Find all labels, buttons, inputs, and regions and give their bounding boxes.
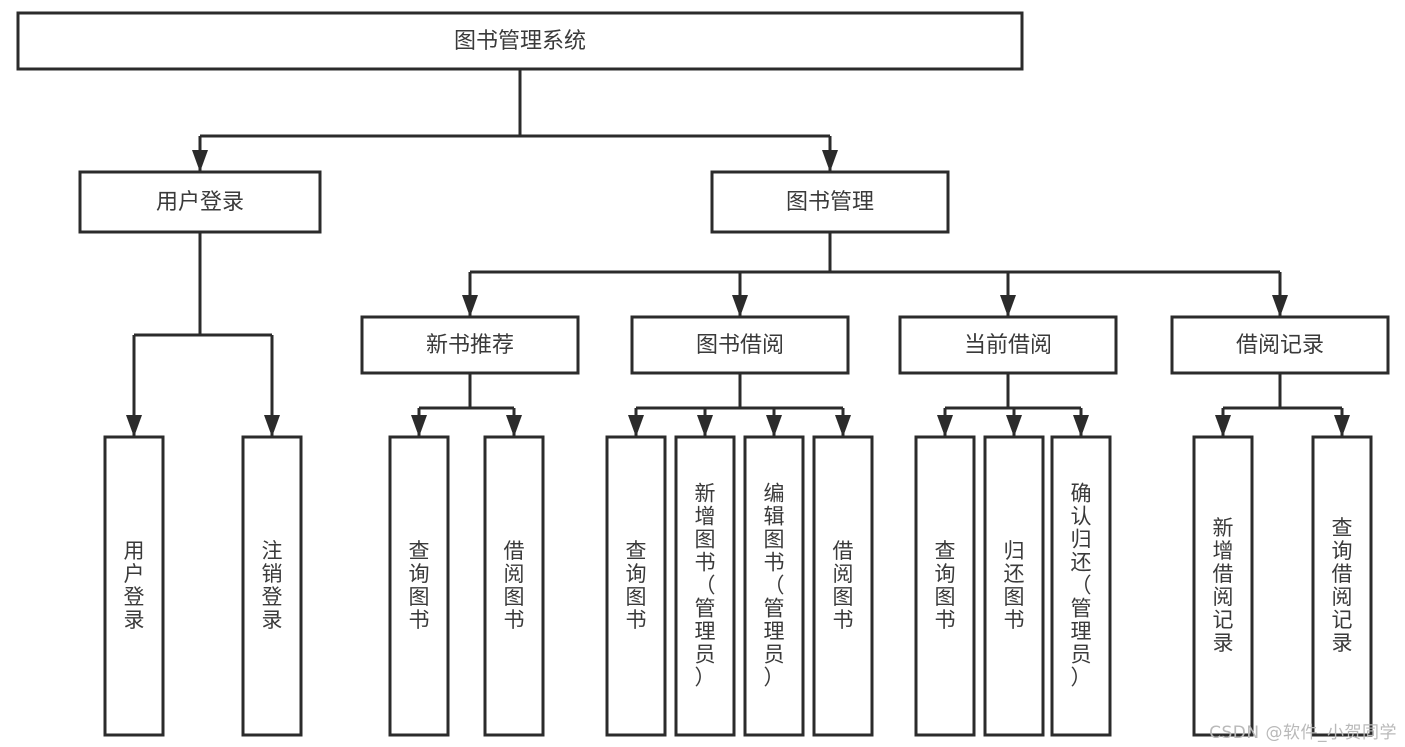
node-box-current-borrow[interactable] <box>898 315 1118 375</box>
arrow-head <box>732 295 748 317</box>
node-box-query-book-1[interactable] <box>388 435 450 737</box>
node-label-current-borrow: 当前借阅 <box>964 333 1052 358</box>
node-label-query-borrow-record: 查询借阅记录 <box>1332 516 1353 655</box>
node-add-borrow-record[interactable]: 新增借阅记录 <box>1192 435 1254 737</box>
arrow-head <box>697 415 713 437</box>
node-box-add-borrow-record[interactable] <box>1192 435 1254 737</box>
arrow-head <box>462 295 478 317</box>
node-box-return-book[interactable] <box>983 435 1045 737</box>
node-box-user-login-do[interactable] <box>103 435 165 737</box>
node-borrow-records[interactable]: 借阅记录 <box>1170 315 1390 375</box>
node-query-book-3[interactable]: 查询图书 <box>914 435 976 737</box>
node-label-edit-book-admin: 编辑图书（管理员） <box>764 482 785 690</box>
node-label-query-book-2: 查询图书 <box>626 539 647 632</box>
node-box-query-book-2[interactable] <box>605 435 667 737</box>
node-add-book-admin[interactable]: 新增图书（管理员） <box>674 435 736 737</box>
node-box-query-borrow-record[interactable] <box>1311 435 1373 737</box>
node-new-book-recommend[interactable]: 新书推荐 <box>360 315 580 375</box>
arrow-head <box>628 415 644 437</box>
node-label-user-logout: 注销登录 <box>262 539 283 632</box>
node-box-user-logout[interactable] <box>241 435 303 737</box>
node-label-root: 图书管理系统 <box>454 29 586 54</box>
node-box-root[interactable] <box>16 11 1024 71</box>
node-book-manage[interactable]: 图书管理 <box>710 170 950 234</box>
arrow-head <box>1073 415 1089 437</box>
node-box-borrow-records[interactable] <box>1170 315 1390 375</box>
node-box-book-borrow[interactable] <box>630 315 850 375</box>
connector-layer <box>126 69 1350 437</box>
node-label-borrow-records: 借阅记录 <box>1236 333 1324 358</box>
node-user-login[interactable]: 用户登录 <box>78 170 322 234</box>
node-label-user-login: 用户登录 <box>156 190 244 215</box>
node-label-user-login-do: 用户登录 <box>124 539 145 632</box>
arrow-head <box>126 415 142 437</box>
node-label-borrow-book-2: 借阅图书 <box>833 539 854 632</box>
arrow-head <box>1006 415 1022 437</box>
arrow-head <box>506 415 522 437</box>
node-edit-book-admin[interactable]: 编辑图书（管理员） <box>743 435 805 737</box>
node-label-new-book-recommend: 新书推荐 <box>426 333 514 358</box>
arrow-head <box>1215 415 1231 437</box>
node-box-borrow-book-2[interactable] <box>812 435 874 737</box>
node-label-book-manage: 图书管理 <box>786 190 874 215</box>
node-box-query-book-3[interactable] <box>914 435 976 737</box>
node-label-query-book-1: 查询图书 <box>409 539 430 632</box>
node-box-new-book-recommend[interactable] <box>360 315 580 375</box>
node-box-borrow-book-1[interactable] <box>483 435 545 737</box>
node-box-edit-book-admin[interactable] <box>743 435 805 737</box>
node-user-logout[interactable]: 注销登录 <box>241 435 303 737</box>
node-query-book-1[interactable]: 查询图书 <box>388 435 450 737</box>
node-box-add-book-admin[interactable] <box>674 435 736 737</box>
node-label-return-book: 归还图书 <box>1004 539 1025 632</box>
node-label-query-book-3: 查询图书 <box>935 539 956 632</box>
arrow-head <box>937 415 953 437</box>
node-confirm-return-admin[interactable]: 确认归还（管理员） <box>1050 435 1112 737</box>
arrow-head <box>264 415 280 437</box>
arrow-head <box>1272 295 1288 317</box>
node-return-book[interactable]: 归还图书 <box>983 435 1045 737</box>
node-borrow-book-1[interactable]: 借阅图书 <box>483 435 545 737</box>
node-current-borrow[interactable]: 当前借阅 <box>898 315 1118 375</box>
arrow-head <box>411 415 427 437</box>
node-label-confirm-return-admin: 确认归还（管理员） <box>1071 482 1092 690</box>
arrow-head <box>192 150 208 172</box>
node-book-borrow[interactable]: 图书借阅 <box>630 315 850 375</box>
arrow-head <box>822 150 838 172</box>
node-layer: 图书管理系统用户登录用户登录注销登录图书管理新书推荐查询图书借阅图书图书借阅查询… <box>16 11 1390 737</box>
arrow-head <box>1000 295 1016 317</box>
node-query-borrow-record[interactable]: 查询借阅记录 <box>1311 435 1373 737</box>
node-label-add-borrow-record: 新增借阅记录 <box>1213 516 1234 655</box>
node-borrow-book-2[interactable]: 借阅图书 <box>812 435 874 737</box>
arrow-head <box>766 415 782 437</box>
node-box-book-manage[interactable] <box>710 170 950 234</box>
node-label-borrow-book-1: 借阅图书 <box>504 539 525 632</box>
arrow-head <box>835 415 851 437</box>
node-box-user-login[interactable] <box>78 170 322 234</box>
arrow-head <box>1334 415 1350 437</box>
node-query-book-2[interactable]: 查询图书 <box>605 435 667 737</box>
node-label-add-book-admin: 新增图书（管理员） <box>695 482 716 690</box>
csdn-watermark: CSDN @软件_小贺同学 <box>1209 723 1397 743</box>
node-user-login-do[interactable]: 用户登录 <box>103 435 165 737</box>
node-box-confirm-return-admin[interactable] <box>1050 435 1112 737</box>
node-root[interactable]: 图书管理系统 <box>16 11 1024 71</box>
node-label-book-borrow: 图书借阅 <box>696 333 784 358</box>
